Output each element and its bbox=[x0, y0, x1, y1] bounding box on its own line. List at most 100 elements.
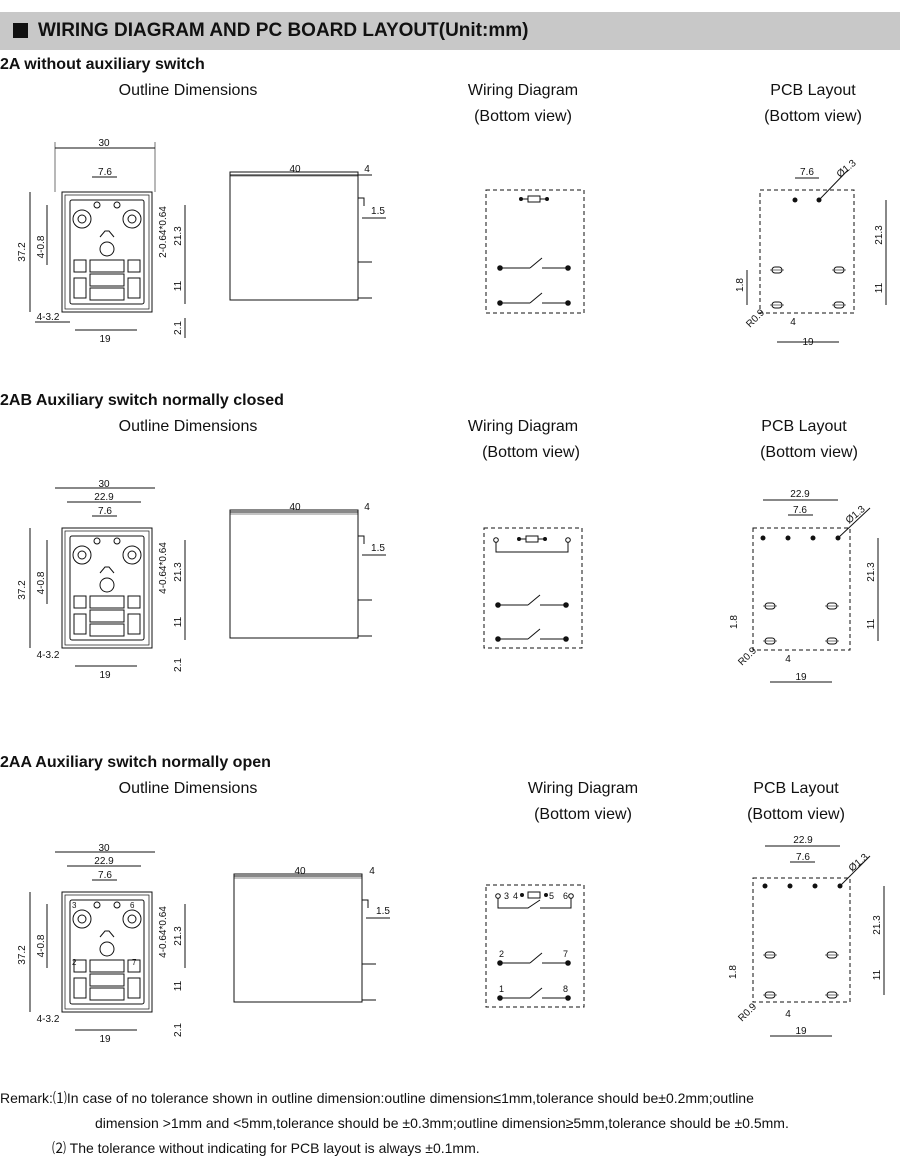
pcb-dim-11-2: 11 bbox=[866, 618, 877, 629]
pcb-layout-3: 22.9 7.6 Ø1.3 21.3 11 1.8 R0.9 4 19 bbox=[728, 835, 885, 1037]
dim-37-2-3: 37.2 bbox=[17, 945, 28, 965]
pcb-dim-19-2: 19 bbox=[795, 672, 807, 683]
wiring-bottom-view-3: (Bottom view) bbox=[534, 806, 632, 823]
pcb-dim-r09-1: R0.9 bbox=[744, 307, 767, 330]
pcb-dim-r09-2: R0.9 bbox=[736, 645, 759, 668]
dim-4-0-8-3: 4-0.8 bbox=[36, 934, 47, 957]
pcb-dim-19-1: 19 bbox=[802, 337, 814, 348]
pcb-dim-7-6-3: 7.6 bbox=[796, 852, 810, 863]
outline-top-view-2: 30 22.9 7.6 37.2 4-0.8 4-0.64*0.64 21.3 … bbox=[17, 479, 186, 681]
dim-4-1: 4 bbox=[364, 164, 370, 175]
pin-3-label: 3 bbox=[72, 901, 77, 910]
pcb-dim-21-3-2: 21.3 bbox=[866, 562, 877, 582]
square-bullet-icon bbox=[13, 23, 28, 38]
dim-37-2-2: 37.2 bbox=[17, 580, 28, 600]
remark-line-2: dimension >1mm and <5mm,tolerance should… bbox=[95, 1115, 789, 1131]
outline-side-view-2: 40 4 1.5 bbox=[229, 502, 386, 639]
pcb-label-2: PCB Layout bbox=[761, 418, 847, 435]
dim-4-3-2-2: 4-3.2 bbox=[37, 650, 60, 661]
wiring-pin-7: 7 bbox=[563, 949, 568, 959]
pcb-dim-r09-3: R0.9 bbox=[736, 1001, 759, 1024]
section-header: WIRING DIAGRAM AND PC BOARD LAYOUT(Unit:… bbox=[0, 12, 900, 50]
dim-30-1: 30 bbox=[98, 138, 110, 149]
section-title-2a: 2A without auxiliary switch bbox=[0, 56, 205, 73]
dim-37-2-1: 37.2 bbox=[17, 242, 28, 262]
dim-4-3-2-3: 4-3.2 bbox=[37, 1014, 60, 1025]
dim-19-3: 19 bbox=[99, 1034, 111, 1045]
dim-40-2: 40 bbox=[289, 502, 301, 513]
header-title: WIRING DIAGRAM AND PC BOARD LAYOUT(Unit:… bbox=[38, 20, 529, 41]
wiring-pin-4: 4 bbox=[513, 891, 518, 901]
pcb-bottom-view-3: (Bottom view) bbox=[747, 806, 845, 823]
outline-label-1: Outline Dimensions bbox=[118, 82, 258, 99]
dim-7-6-3: 7.6 bbox=[98, 870, 112, 881]
pcb-label-1: PCB Layout bbox=[770, 82, 856, 99]
dim-4-064-3: 4-0.64*0.64 bbox=[158, 906, 169, 958]
outline-top-view-1: 30 7.6 37.2 4-0.8 2-0.64*0.64 21.3 11 2.… bbox=[17, 138, 186, 345]
pcb-dim-1-8-1: 1.8 bbox=[735, 278, 746, 292]
wiring-bottom-view-2: (Bottom view) bbox=[482, 444, 580, 461]
dim-21-3-2: 21.3 bbox=[173, 562, 184, 582]
pcb-dim-4-1: 4 bbox=[790, 317, 796, 328]
pin-7-label: 7 bbox=[132, 958, 137, 967]
pcb-bottom-view-1: (Bottom view) bbox=[764, 108, 862, 125]
outline-label-2: Outline Dimensions bbox=[118, 418, 258, 435]
section-title-2aa: 2AA Auxiliary switch normally open bbox=[0, 754, 271, 771]
dim-11-1: 11 bbox=[173, 280, 184, 291]
wiring-label-3: Wiring Diagram bbox=[527, 780, 639, 797]
dim-2-1-3: 2.1 bbox=[173, 1023, 184, 1037]
wiring-label-2: Wiring Diagram bbox=[467, 418, 579, 435]
pcb-dim-phi-3: Ø1.3 bbox=[847, 852, 871, 875]
dim-40-1: 40 bbox=[289, 164, 301, 175]
dim-4-3: 4 bbox=[369, 866, 375, 877]
wiring-pin-8: 8 bbox=[563, 984, 568, 994]
pcb-dim-4-3: 4 bbox=[785, 1009, 791, 1020]
dim-4-0-8-2: 4-0.8 bbox=[36, 571, 47, 594]
pcb-bottom-view-2: (Bottom view) bbox=[760, 444, 858, 461]
pin-2-label: 2 bbox=[72, 958, 77, 967]
wiring-label-1: Wiring Diagram bbox=[467, 82, 579, 99]
dim-7-6-1: 7.6 bbox=[98, 167, 112, 178]
dim-4-0-8-1: 4-0.8 bbox=[36, 235, 47, 258]
dim-22-9-2: 22.9 bbox=[94, 492, 114, 503]
outline-side-view-3: 40 4 1.5 bbox=[233, 866, 390, 1003]
pcb-layout-2: 22.9 7.6 Ø1.3 21.3 11 1.8 R0.9 4 19 bbox=[729, 489, 879, 683]
pcb-dim-11-1: 11 bbox=[874, 282, 885, 293]
dim-19-1: 19 bbox=[99, 334, 111, 345]
wiring-pin-5: 5 bbox=[549, 891, 554, 901]
dim-7-6-2: 7.6 bbox=[98, 506, 112, 517]
dim-2-1-2: 2.1 bbox=[173, 658, 184, 672]
wiring-bottom-view-1: (Bottom view) bbox=[474, 108, 572, 125]
section-title-2ab: 2AB Auxiliary switch normally closed bbox=[0, 392, 284, 409]
remark-line-3: ⑵ The tolerance without indicating for P… bbox=[52, 1140, 480, 1156]
dim-2-064-1: 2-0.64*0.64 bbox=[158, 206, 169, 258]
dim-2-1-1: 2.1 bbox=[173, 321, 184, 335]
outline-side-view-1: 40 4 1.5 bbox=[229, 164, 386, 301]
outline-label-3: Outline Dimensions bbox=[118, 780, 258, 797]
dim-4-064-2: 4-0.64*0.64 bbox=[158, 542, 169, 594]
dim-1-5-1: 1.5 bbox=[371, 206, 385, 217]
pcb-dim-1-8-2: 1.8 bbox=[729, 615, 740, 629]
pcb-dim-19-3: 19 bbox=[795, 1026, 807, 1037]
dim-22-9-3: 22.9 bbox=[94, 856, 114, 867]
dim-40-3: 40 bbox=[294, 866, 306, 877]
wiring-pin-1: 1 bbox=[499, 984, 504, 994]
pcb-dim-4-2: 4 bbox=[785, 654, 791, 665]
dim-11-3: 11 bbox=[173, 980, 184, 991]
wiring-pin-6: 6 bbox=[563, 891, 568, 901]
dim-30-2: 30 bbox=[98, 479, 110, 490]
pcb-layout-1: 7.6 Ø1.3 21.3 11 1.8 R0.9 4 19 bbox=[735, 158, 887, 348]
wiring-diagram-3: 3 4 5 6 2 7 1 8 bbox=[485, 884, 585, 1008]
pcb-dim-1-8-3: 1.8 bbox=[728, 965, 739, 979]
pcb-dim-phi-2: Ø1.3 bbox=[844, 504, 868, 527]
pcb-dim-22-9-2: 22.9 bbox=[790, 489, 810, 500]
wiring-diagram-2 bbox=[483, 527, 583, 649]
dim-1-5-3: 1.5 bbox=[376, 906, 390, 917]
pcb-dim-21-3-3: 21.3 bbox=[872, 915, 883, 935]
dim-21-3-3: 21.3 bbox=[173, 926, 184, 946]
pcb-dim-11-3: 11 bbox=[872, 969, 883, 980]
dim-21-3-1: 21.3 bbox=[173, 226, 184, 246]
outline-top-view-3: 30 22.9 7.6 37.2 4-0.8 4-0.64*0.64 21.3 … bbox=[17, 843, 186, 1045]
dim-1-5-2: 1.5 bbox=[371, 543, 385, 554]
